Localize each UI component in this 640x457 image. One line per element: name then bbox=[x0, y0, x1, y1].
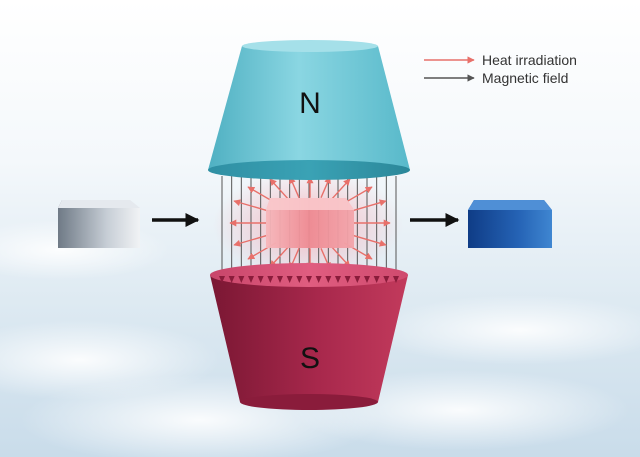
heat-ray bbox=[331, 246, 351, 268]
field-line-arrowhead bbox=[277, 276, 283, 283]
field-line-arrowhead bbox=[373, 276, 380, 283]
north-pole-label: N bbox=[299, 87, 321, 120]
sample-block-heated bbox=[266, 198, 354, 248]
field-line-arrowhead bbox=[315, 276, 322, 283]
south-pole-label: S bbox=[300, 342, 320, 375]
heat-ray bbox=[289, 176, 300, 198]
field-line-arrowheads bbox=[219, 276, 399, 283]
field-line-arrowhead bbox=[364, 276, 370, 283]
south-magnet: S bbox=[210, 263, 408, 410]
legend-magnetic-label: Magnetic field bbox=[482, 70, 568, 86]
field-line-arrowhead bbox=[248, 276, 254, 283]
field-line-arrowhead bbox=[219, 276, 225, 283]
field-line-arrowhead bbox=[325, 276, 332, 283]
field-line-arrowhead bbox=[267, 276, 274, 283]
legend: Heat irradiation Magnetic field bbox=[424, 52, 577, 86]
heat-ray bbox=[351, 234, 387, 247]
sample-block-after bbox=[468, 200, 552, 248]
field-line-arrowhead bbox=[393, 276, 399, 283]
field-line-arrowhead bbox=[238, 276, 245, 283]
field-line-arrowhead bbox=[296, 276, 303, 283]
field-line-arrowhead bbox=[383, 276, 390, 283]
heat-ray bbox=[331, 178, 351, 200]
field-line-arrowhead bbox=[354, 276, 361, 283]
field-line-arrowhead bbox=[228, 276, 235, 283]
heat-ray bbox=[269, 246, 289, 268]
heat-ray bbox=[233, 199, 269, 212]
north-magnet: N bbox=[208, 40, 410, 180]
heat-ray bbox=[351, 199, 387, 212]
field-line-arrowhead bbox=[335, 276, 341, 283]
heat-ray bbox=[233, 234, 269, 247]
legend-heat-label: Heat irradiation bbox=[482, 52, 577, 68]
sample-block-before bbox=[58, 200, 140, 248]
heat-ray bbox=[269, 178, 289, 200]
field-line-arrowhead bbox=[257, 276, 264, 283]
field-line-arrowhead bbox=[306, 276, 312, 283]
field-line-arrowhead bbox=[344, 276, 351, 283]
heat-ray bbox=[320, 176, 331, 198]
field-line-arrowhead bbox=[286, 276, 293, 283]
heat-ray bbox=[343, 186, 373, 204]
